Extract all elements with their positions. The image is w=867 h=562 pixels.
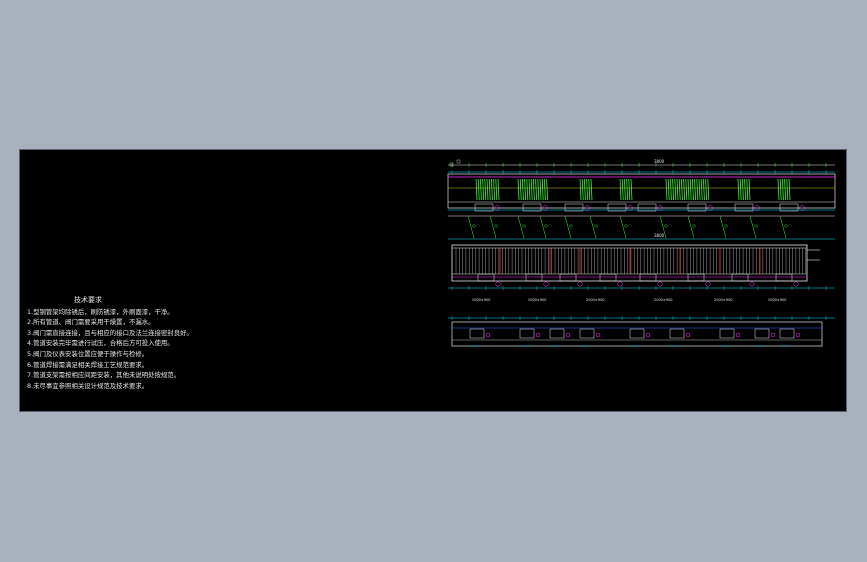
note-line-4: 4.管道安装完毕需进行试压，合格后方可投入使用。: [27, 339, 174, 348]
section-label: 2000×900: [528, 298, 547, 302]
plan-fixtures: [449, 159, 805, 212]
front-elevation: 3800 2000×900 2000×900 2000×900 2000×900…: [448, 233, 835, 302]
plan-dimension-ticks: [451, 163, 827, 174]
technical-notes: 技术要求 1.型钢管架均除锈后，刷防锈漆，外刷面漆，干净。 2.所有管道、阀门需…: [27, 295, 267, 391]
section-label: 2000×900: [654, 298, 673, 302]
section-label: 2000×900: [586, 298, 605, 302]
section-label: 2000×900: [768, 298, 787, 302]
note-line-1: 1.型钢管架均除锈后，刷防锈漆，外刷面漆，干净。: [27, 307, 174, 316]
leader-callouts: [467, 215, 788, 239]
piping-drawing: 3800 3800 2000×900: [447, 159, 836, 347]
elevation-boxes: [451, 273, 827, 290]
cad-viewport[interactable]: 技术要求 1.型钢管架均除锈后，刷防锈漆，外刷面漆，干净。 2.所有管道、阀门需…: [19, 149, 847, 412]
overall-dimension-top: 3800: [654, 159, 665, 164]
section-label: 2000×900: [472, 298, 491, 302]
elevation-slats: [455, 248, 806, 274]
note-line-6: 6.管道焊接需满足相关焊接工艺规范要求。: [27, 360, 149, 369]
note-line-5: 5.阀门及仪表安装位置应便于操作与检修。: [27, 349, 149, 358]
note-line-8: 8.未尽事宜参照相关设计规范及技术要求。: [27, 381, 149, 390]
section-label: 2000×900: [714, 298, 733, 302]
plan-view: 3800: [447, 159, 836, 217]
note-line-7: 7.管道支架需按相应间距安装，其他未说明处按规范。: [27, 371, 181, 380]
note-line-2: 2.所有管道、阀门需要采用干燥置，不漏水。: [27, 318, 155, 327]
notes-title: 技术要求: [74, 296, 102, 304]
note-line-3: 3.阀门需直接连接，且与相应的接口及法兰连接密封良好。: [27, 328, 193, 337]
section-labels: 2000×900 2000×900 2000×900 2000×900 2000…: [472, 298, 787, 302]
overall-dimension-front: 3800: [654, 233, 665, 238]
bottom-view: [448, 316, 835, 347]
coil-groups: [448, 178, 835, 201]
bottom-fixtures: [451, 316, 827, 347]
